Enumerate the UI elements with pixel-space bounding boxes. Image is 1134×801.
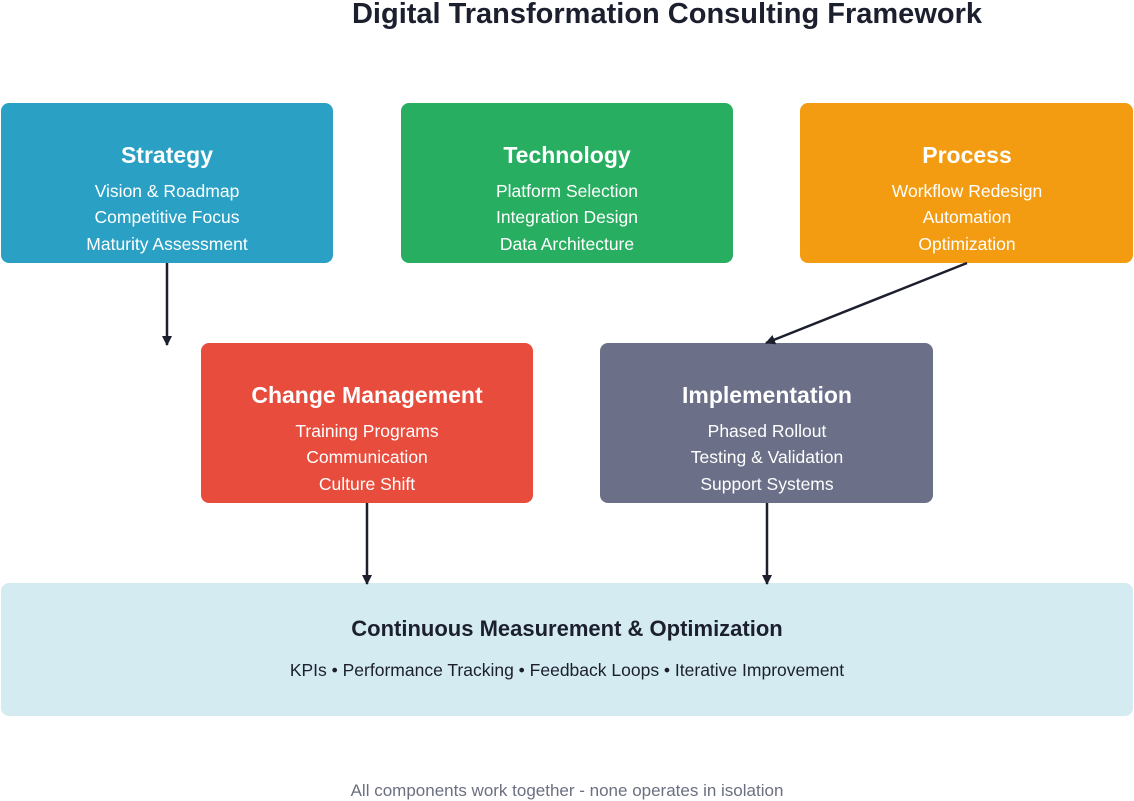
technology-box: Technology Platform Selection Integratio… (401, 103, 733, 263)
measurement-subtitle: KPIs • Performance Tracking • Feedback L… (290, 660, 844, 680)
box-item: Competitive Focus (95, 207, 240, 227)
box-title: Strategy (121, 142, 213, 168)
process-box: Process Workflow Redesign Automation Opt… (800, 103, 1133, 263)
measurement-title: Continuous Measurement & Optimization (351, 616, 782, 641)
measurement-box: Continuous Measurement & Optimization KP… (1, 583, 1133, 716)
box-title: Process (922, 142, 1012, 168)
box-title: Technology (503, 142, 631, 168)
box-item: Maturity Assessment (86, 234, 248, 254)
box-item: Communication (306, 447, 428, 467)
box-item: Platform Selection (496, 181, 638, 201)
implementation-box: Implementation Phased Rollout Testing & … (600, 343, 933, 503)
box-item: Automation (923, 207, 1012, 227)
box-title: Implementation (682, 382, 852, 408)
box-item: Culture Shift (319, 474, 415, 494)
footer-note: All components work together - none oper… (351, 781, 784, 800)
box-item: Vision & Roadmap (95, 181, 240, 201)
box-item: Data Architecture (500, 234, 634, 254)
box-item: Optimization (918, 234, 1015, 254)
box-item: Phased Rollout (708, 421, 827, 441)
box-item: Integration Design (496, 207, 638, 227)
arrow-process (765, 261, 968, 345)
change-management-box: Change Management Training Programs Comm… (201, 343, 533, 503)
strategy-box: Strategy Vision & Roadmap Competitive Fo… (1, 103, 333, 263)
box-item: Testing & Validation (691, 447, 843, 467)
box-item: Support Systems (700, 474, 833, 494)
box-title: Change Management (251, 382, 483, 408)
diagram-title: Digital Transformation Consulting Framew… (352, 0, 983, 30)
box-item: Training Programs (295, 421, 439, 441)
box-item: Workflow Redesign (892, 181, 1042, 201)
